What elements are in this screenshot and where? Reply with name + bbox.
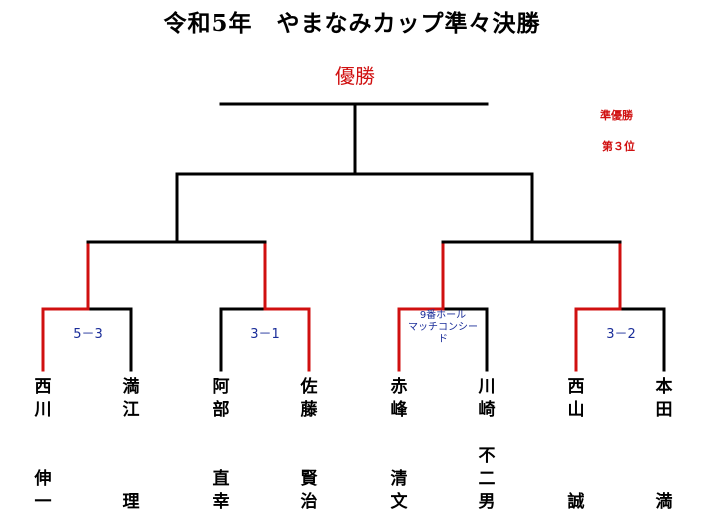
spacer bbox=[565, 468, 587, 491]
spacer bbox=[565, 445, 587, 468]
spacer bbox=[210, 422, 232, 445]
player-surname-char: 川 bbox=[478, 377, 496, 397]
player-1: 西川伸一 bbox=[32, 376, 54, 514]
player-surname-char: 本 bbox=[655, 377, 673, 397]
player-given-char: 一 bbox=[34, 492, 52, 512]
player-surname-char: 西 bbox=[567, 377, 585, 397]
spacer bbox=[120, 445, 142, 468]
player-6: 川崎不二男 bbox=[476, 376, 498, 514]
spacer bbox=[476, 422, 498, 445]
player-given-char: 賢 bbox=[300, 469, 318, 489]
player-given-char: 幸 bbox=[212, 492, 230, 512]
player-given-char: 文 bbox=[390, 492, 408, 512]
player-surname-char: 峰 bbox=[390, 400, 408, 420]
spacer bbox=[653, 468, 675, 491]
spacer bbox=[388, 445, 410, 468]
spacer bbox=[120, 422, 142, 445]
player-5: 赤峰清文 bbox=[388, 376, 410, 514]
spacer bbox=[653, 445, 675, 468]
legend-runner-up: 準優勝 bbox=[600, 109, 633, 122]
match-4-score: 3－2 bbox=[606, 327, 636, 342]
spacer bbox=[653, 422, 675, 445]
player-surname-char: 西 bbox=[34, 377, 52, 397]
player-surname-char: 田 bbox=[655, 400, 673, 420]
player-surname-char: 阿 bbox=[212, 377, 230, 397]
match-3-note: 9番ホール マッチコンシー ド bbox=[393, 310, 493, 346]
player-2: 満江理 bbox=[120, 376, 142, 514]
spacer bbox=[298, 422, 320, 445]
spacer bbox=[120, 468, 142, 491]
spacer bbox=[565, 422, 587, 445]
player-8: 本田満 bbox=[653, 376, 675, 514]
player-given-char: 理 bbox=[122, 492, 140, 512]
match-1-score: 5－3 bbox=[73, 327, 103, 342]
player-given-char: 誠 bbox=[567, 492, 585, 512]
spacer bbox=[32, 445, 54, 468]
player-given-char: 不 bbox=[478, 446, 496, 466]
player-surname-char: 部 bbox=[212, 400, 230, 420]
player-surname-char: 江 bbox=[122, 400, 140, 420]
player-surname-char: 赤 bbox=[390, 377, 408, 397]
winner-label: 優勝 bbox=[335, 64, 375, 88]
spacer bbox=[298, 445, 320, 468]
player-given-char: 直 bbox=[212, 469, 230, 489]
player-given-char: 男 bbox=[478, 492, 496, 512]
spacer bbox=[388, 422, 410, 445]
player-surname-char: 山 bbox=[567, 400, 585, 420]
player-surname-char: 佐 bbox=[300, 377, 318, 397]
match-3-note-line-2: マッチコンシー bbox=[408, 322, 478, 333]
player-given-char: 治 bbox=[300, 492, 318, 512]
match-2-score: 3－1 bbox=[250, 327, 280, 342]
player-surname-char: 川 bbox=[34, 400, 52, 420]
player-surname-char: 藤 bbox=[300, 400, 318, 420]
player-3: 阿部直幸 bbox=[210, 376, 232, 514]
player-surname-char: 満 bbox=[122, 377, 140, 397]
player-given-char: 清 bbox=[390, 469, 408, 489]
spacer bbox=[210, 445, 232, 468]
spacer bbox=[32, 422, 54, 445]
player-given-char: 二 bbox=[478, 469, 496, 489]
page-title: 令和5年 やまなみカップ準々決勝 bbox=[163, 10, 541, 37]
player-given-char: 満 bbox=[655, 492, 673, 512]
player-4: 佐藤賢治 bbox=[298, 376, 320, 514]
legend-third-place: 第３位 bbox=[602, 140, 635, 153]
player-7: 西山誠 bbox=[565, 376, 587, 514]
match-3-note-line-1: 9番ホール bbox=[419, 310, 467, 321]
player-surname-char: 崎 bbox=[478, 400, 496, 420]
player-given-char: 伸 bbox=[34, 469, 52, 489]
match-3-note-line-3: ド bbox=[438, 334, 448, 345]
